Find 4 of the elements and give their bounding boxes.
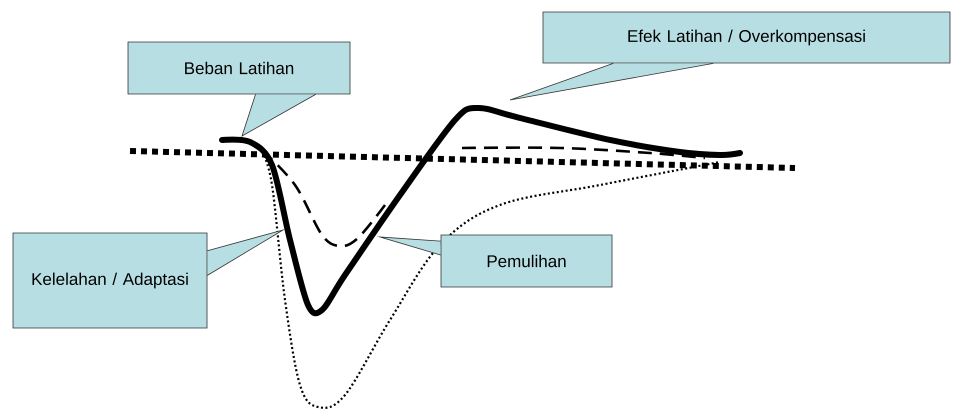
callout-box: Pemulihan	[376, 234, 612, 288]
callout-box: Beban Latihan	[128, 42, 350, 137]
callout-box: Efek Latihan / Overkompensasi	[510, 12, 950, 100]
callout-box: Kelelahan / Adaptasi	[12, 228, 286, 328]
